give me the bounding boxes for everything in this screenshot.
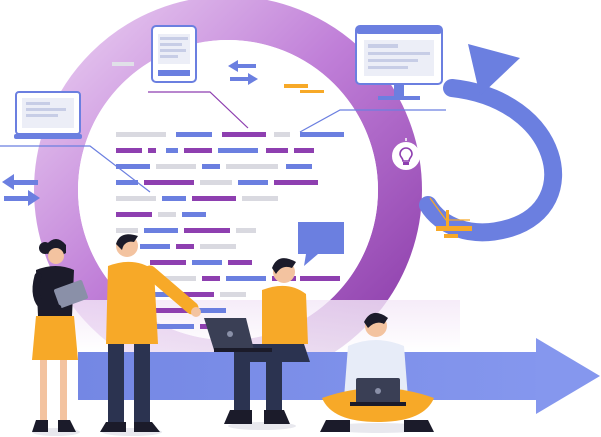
code-line-segment (158, 212, 176, 217)
laptop-icon (14, 91, 82, 139)
code-line-segment (150, 260, 186, 265)
code-line-segment (226, 164, 278, 169)
code-line-segment (184, 148, 212, 153)
code-line-segment (116, 212, 152, 217)
swap-arrows-icon (2, 174, 40, 206)
woman-with-tablet (32, 239, 88, 436)
code-line-segment (146, 308, 190, 313)
swap-arrows-icon (228, 60, 258, 85)
code-line-segment (162, 196, 186, 201)
code-lines (116, 132, 344, 329)
code-line-segment (202, 164, 220, 169)
code-line-segment (300, 276, 340, 281)
code-line-segment (274, 180, 318, 185)
code-line-segment (156, 164, 196, 169)
code-line-segment (178, 292, 214, 297)
code-line-segment (192, 196, 236, 201)
code-line-segment (202, 276, 220, 281)
code-line-segment (148, 148, 156, 153)
code-line-segment (200, 244, 236, 249)
code-line-segment (140, 244, 170, 249)
code-line-segment (116, 196, 156, 201)
forward-arrow-icon (78, 338, 600, 414)
code-line-segment (116, 180, 138, 185)
code-line-segment (294, 148, 314, 153)
code-line-segment (274, 132, 290, 137)
connector-lines (0, 91, 470, 221)
code-line-segment (220, 292, 246, 297)
document-icon (151, 25, 197, 83)
code-line-segment (116, 148, 142, 153)
code-line-segment (116, 132, 166, 137)
code-line-segment (200, 180, 232, 185)
code-line-segment (238, 180, 268, 185)
code-line-segment (150, 292, 172, 297)
man-sitting-with-laptop (204, 258, 310, 430)
code-line-segment (184, 228, 230, 233)
code-line-segment (116, 164, 150, 169)
lightbulb-icon (392, 138, 420, 170)
code-line-segment (182, 212, 206, 217)
code-line-segment (116, 228, 138, 233)
browser-window-icon (355, 25, 443, 100)
code-line-segment (176, 132, 212, 137)
code-line-segment (236, 228, 256, 233)
code-line-segment (196, 308, 226, 313)
code-line-segment (228, 260, 252, 265)
code-line-segment (242, 196, 278, 201)
code-line-segment (166, 148, 178, 153)
code-line-segment (226, 276, 266, 281)
code-line-segment (192, 260, 222, 265)
code-line-segment (144, 180, 194, 185)
code-line-segment (144, 228, 178, 233)
code-line-segment (286, 164, 312, 169)
chat-bubble-icon (298, 222, 344, 266)
code-line-segment (156, 276, 196, 281)
code-line-segment (222, 132, 266, 137)
code-line-segment (176, 244, 194, 249)
code-line-segment (218, 148, 258, 153)
code-line-segment (150, 324, 194, 329)
code-line-segment (300, 132, 344, 137)
cycle-arrow-icon (419, 44, 563, 242)
code-line-segment (266, 148, 288, 153)
man-pointing (100, 234, 201, 436)
man-cross-legged-with-laptop (320, 312, 434, 433)
decorative-dashes (112, 62, 472, 238)
